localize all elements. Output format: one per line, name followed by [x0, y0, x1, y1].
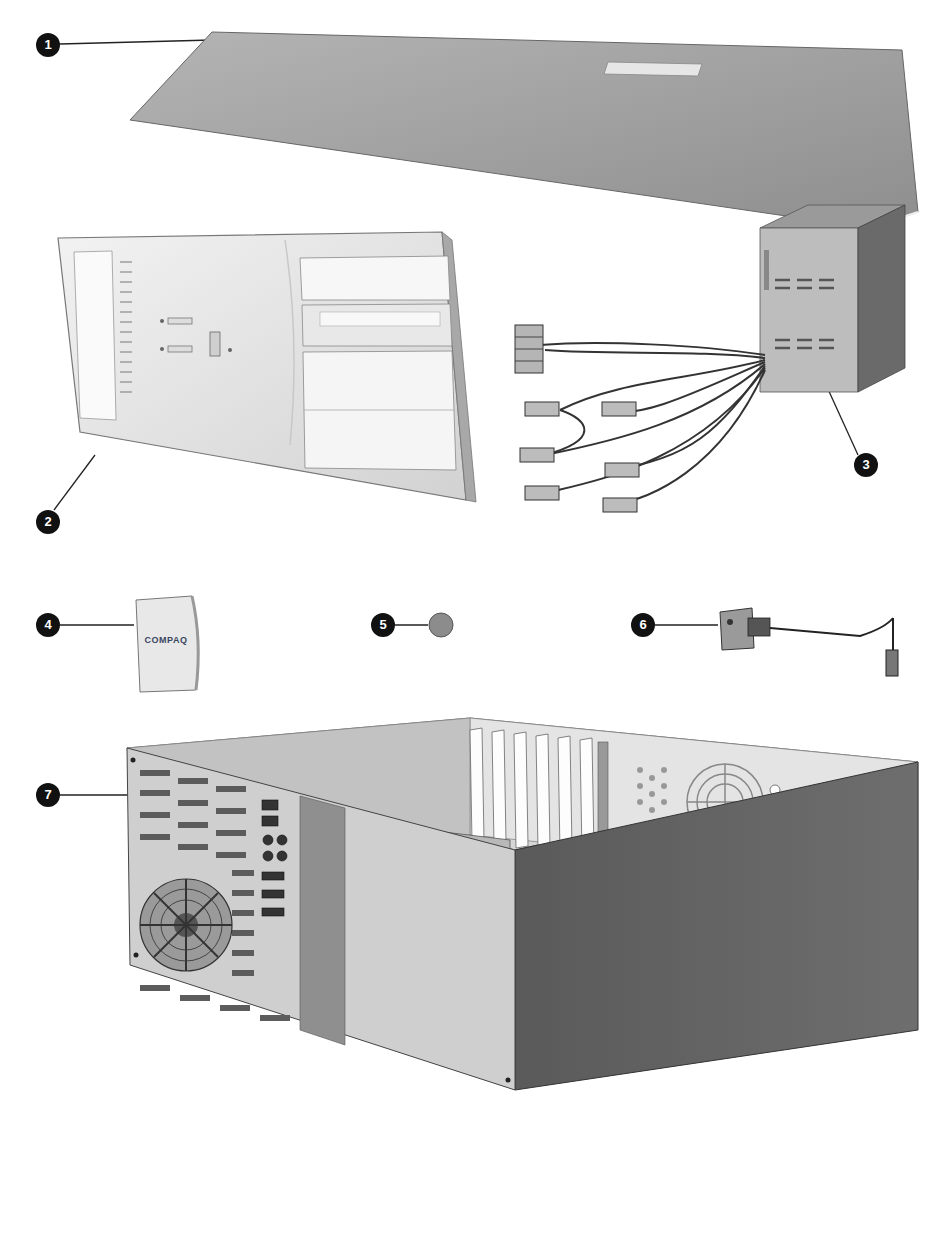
- callout-number: 4: [36, 613, 60, 637]
- callout-number: 6: [631, 613, 655, 637]
- callout-number: 1: [36, 33, 60, 57]
- front-bezel: [58, 232, 476, 502]
- callout-number: 7: [36, 783, 60, 807]
- callout-number: 2: [36, 510, 60, 534]
- logo-badge: [136, 596, 198, 692]
- hole-plug: [429, 613, 453, 637]
- logo-text: COMPAQ: [145, 635, 188, 645]
- switch-assembly: [720, 608, 898, 676]
- callout-number: 3: [854, 453, 878, 477]
- chassis: [127, 718, 918, 1090]
- rear-fan: [140, 879, 232, 971]
- callout-number: 5: [371, 613, 395, 637]
- power-supply: [515, 205, 905, 512]
- top-cover: [130, 32, 918, 228]
